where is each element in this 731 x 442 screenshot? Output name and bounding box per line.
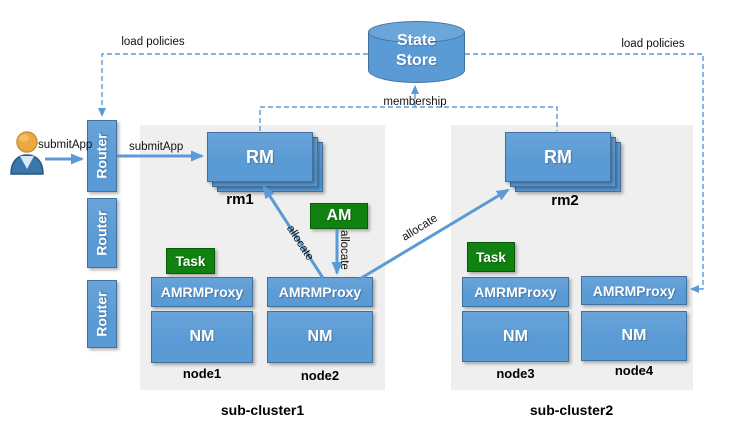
- task-box-node3: Task: [467, 242, 515, 272]
- node1-label: node1: [182, 366, 222, 381]
- load-policies-right-label: load policies: [621, 38, 685, 50]
- router-label: Router: [94, 210, 110, 256]
- rm2-label: RM: [544, 146, 572, 167]
- nm-box-node2: NM: [267, 311, 373, 363]
- router-label: Router: [94, 133, 110, 179]
- submitapp-user-label: submitApp: [38, 139, 93, 151]
- load-policies-left-label: load policies: [121, 36, 185, 48]
- state-store-label-line1: State: [396, 32, 437, 49]
- sub-cluster1-label: sub-cluster1: [220, 402, 305, 418]
- node3-label: node3: [496, 366, 535, 381]
- rm-stack-rm1: RM: [207, 132, 325, 194]
- nm-box-node3: NM: [462, 311, 569, 362]
- edge-load-policies-left: [98, 53, 368, 117]
- router-box-3: Router: [87, 280, 117, 348]
- rm1-name-label: rm1: [226, 191, 254, 208]
- am-box: AM: [310, 203, 368, 229]
- state-store: State Store: [368, 21, 465, 83]
- rm2-box: RM: [505, 132, 611, 182]
- state-store-top: [368, 21, 465, 43]
- submitapp-router-label: submitApp: [129, 141, 184, 153]
- rm1-label: RM: [246, 146, 274, 167]
- amrmproxy-box-node2: AMRMProxy: [267, 277, 373, 307]
- router-box-2: Router: [87, 198, 117, 268]
- amrmproxy-box-node3: AMRMProxy: [462, 277, 569, 307]
- rm-stack-rm2: RM: [505, 132, 623, 194]
- nm-box-node1: NM: [151, 311, 253, 363]
- amrmproxy-box-node4: AMRMProxy: [581, 276, 687, 305]
- node4-label: node4: [614, 363, 654, 378]
- membership-label: membership: [383, 96, 447, 108]
- nm-box-node4: NM: [581, 311, 687, 361]
- router-box-1: Router: [87, 120, 117, 192]
- sub-cluster2-label: sub-cluster2: [529, 402, 614, 418]
- user-icon: [6, 128, 48, 176]
- state-store-label-line2: Store: [396, 52, 437, 69]
- task-box-node1: Task: [166, 248, 215, 274]
- allocate-rm2-label: allocate: [399, 212, 440, 244]
- rm1-box: RM: [207, 132, 313, 182]
- amrmproxy-box-node1: AMRMProxy: [151, 277, 253, 307]
- rm2-name-label: rm2: [551, 192, 579, 209]
- node2-label: node2: [300, 368, 340, 383]
- allocate-am-label: allocate: [337, 230, 350, 270]
- router-label: Router: [94, 291, 110, 337]
